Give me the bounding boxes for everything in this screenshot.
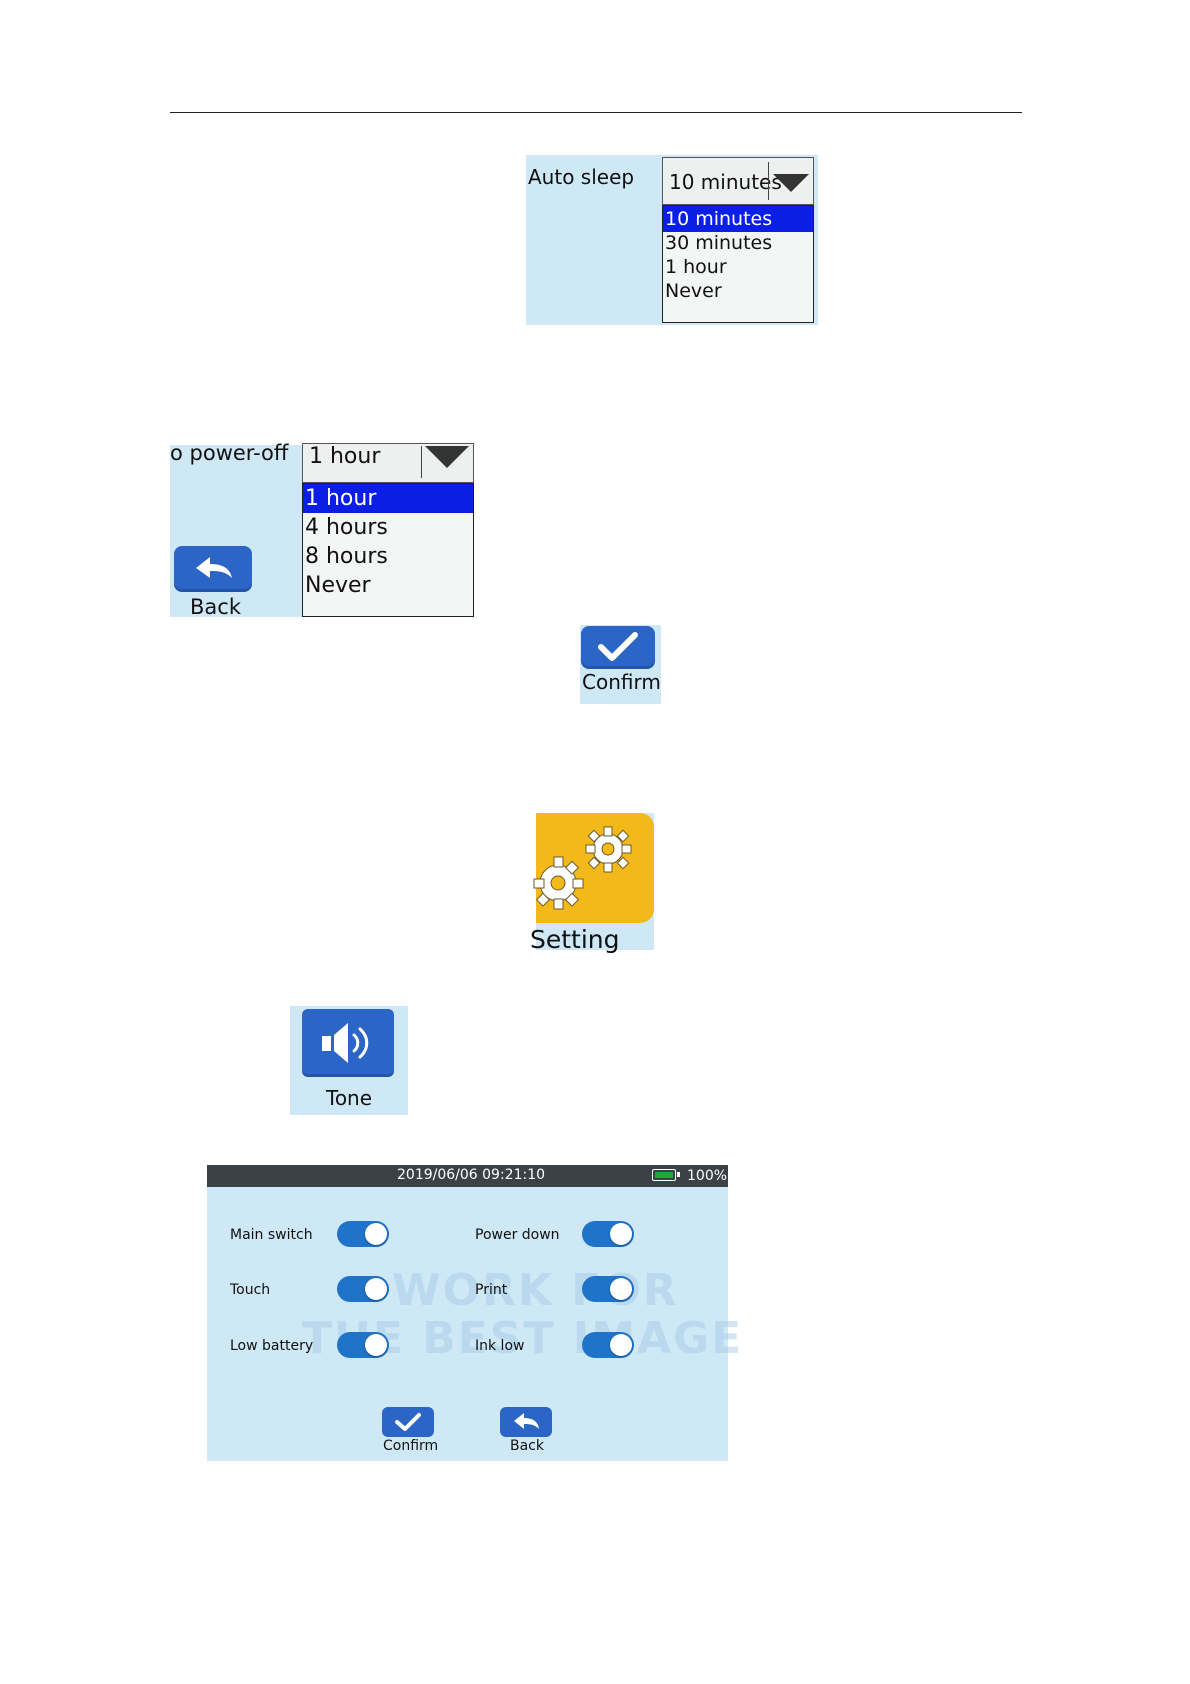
header-rule — [170, 112, 1022, 113]
battery-percent: 100% — [687, 1168, 728, 1184]
power-off-option[interactable]: 8 hours — [305, 544, 388, 569]
dropdown-arrow-icon[interactable] — [425, 446, 469, 468]
auto-sleep-label: Auto sleep — [528, 165, 635, 189]
auto-sleep-select[interactable]: 10 minutes — [662, 157, 814, 205]
low-battery-toggle[interactable] — [337, 1332, 389, 1358]
confirm-button[interactable] — [581, 626, 655, 669]
power-off-option[interactable]: Never — [305, 573, 371, 598]
setting-tile[interactable] — [533, 813, 654, 923]
power-off-panel: o power-off 1 hour 1 hour 4 hours 8 hour… — [170, 441, 474, 619]
watermark-text: WORK FOR — [392, 1265, 679, 1316]
ink-low-toggle[interactable] — [582, 1332, 634, 1358]
back-arrow-icon — [196, 557, 232, 578]
confirm-icon-panel: Confirm — [580, 625, 661, 704]
checkmark-icon — [598, 632, 638, 661]
back-arrow-icon — [514, 1413, 539, 1429]
status-bar: 2019/06/06 09:21:10 100% — [207, 1165, 728, 1187]
toggle-label-touch: Touch — [230, 1282, 271, 1298]
toggle-label-low-battery: Low battery — [230, 1338, 314, 1354]
select-separator — [421, 446, 422, 478]
auto-sleep-selected-value: 10 minutes — [669, 170, 782, 194]
dropdown-arrow-icon[interactable] — [773, 174, 809, 192]
toggle-label-main-switch: Main switch — [230, 1227, 313, 1243]
print-toggle[interactable] — [582, 1276, 634, 1302]
main-switch-toggle[interactable] — [337, 1221, 389, 1247]
tone-settings-screen: 2019/06/06 09:21:10 100% WORK FOR THE BE… — [207, 1165, 741, 1461]
setting-icon-panel: Setting — [530, 813, 654, 954]
setting-label: Setting — [530, 925, 620, 954]
touch-toggle[interactable] — [337, 1276, 389, 1302]
confirm-label: Confirm — [582, 670, 661, 694]
auto-sleep-option[interactable]: 10 minutes — [663, 206, 813, 232]
power-down-toggle[interactable] — [582, 1221, 634, 1247]
auto-sleep-panel: Auto sleep 10 minutes 10 minutes 30 minu… — [526, 155, 818, 325]
toggle-label-power-down: Power down — [475, 1227, 560, 1243]
power-off-label: o power-off — [170, 441, 289, 465]
select-separator — [768, 162, 769, 200]
gears-icon — [533, 826, 632, 910]
back-label: Back — [510, 1438, 544, 1454]
auto-sleep-option[interactable]: 30 minutes — [665, 232, 773, 254]
speaker-icon — [322, 1023, 369, 1063]
power-off-option[interactable]: 1 hour — [303, 484, 473, 513]
checkmark-icon — [395, 1413, 421, 1431]
auto-sleep-option[interactable]: Never — [665, 280, 722, 302]
datetime: 2019/06/06 09:21:10 — [397, 1167, 546, 1183]
power-off-select[interactable]: 1 hour — [302, 443, 474, 483]
back-label: Back — [190, 595, 241, 619]
tone-button[interactable] — [302, 1009, 394, 1077]
toggle-label-print: Print — [475, 1282, 508, 1298]
toggle-label-ink-low: Ink low — [475, 1338, 525, 1354]
power-off-selected-value: 1 hour — [309, 444, 381, 469]
auto-sleep-option[interactable]: 1 hour — [665, 256, 727, 278]
back-button[interactable] — [174, 546, 252, 592]
auto-sleep-options-list: 10 minutes 30 minutes 1 hour Never — [662, 205, 814, 323]
back-button[interactable] — [500, 1407, 552, 1437]
battery-icon — [652, 1169, 680, 1181]
confirm-label: Confirm — [383, 1438, 439, 1454]
power-off-options-list: 1 hour 4 hours 8 hours Never — [302, 483, 474, 617]
tone-label: Tone — [326, 1086, 373, 1110]
power-off-option[interactable]: 4 hours — [305, 515, 388, 540]
confirm-button[interactable] — [382, 1407, 434, 1437]
tone-icon-panel: Tone — [290, 1006, 408, 1115]
